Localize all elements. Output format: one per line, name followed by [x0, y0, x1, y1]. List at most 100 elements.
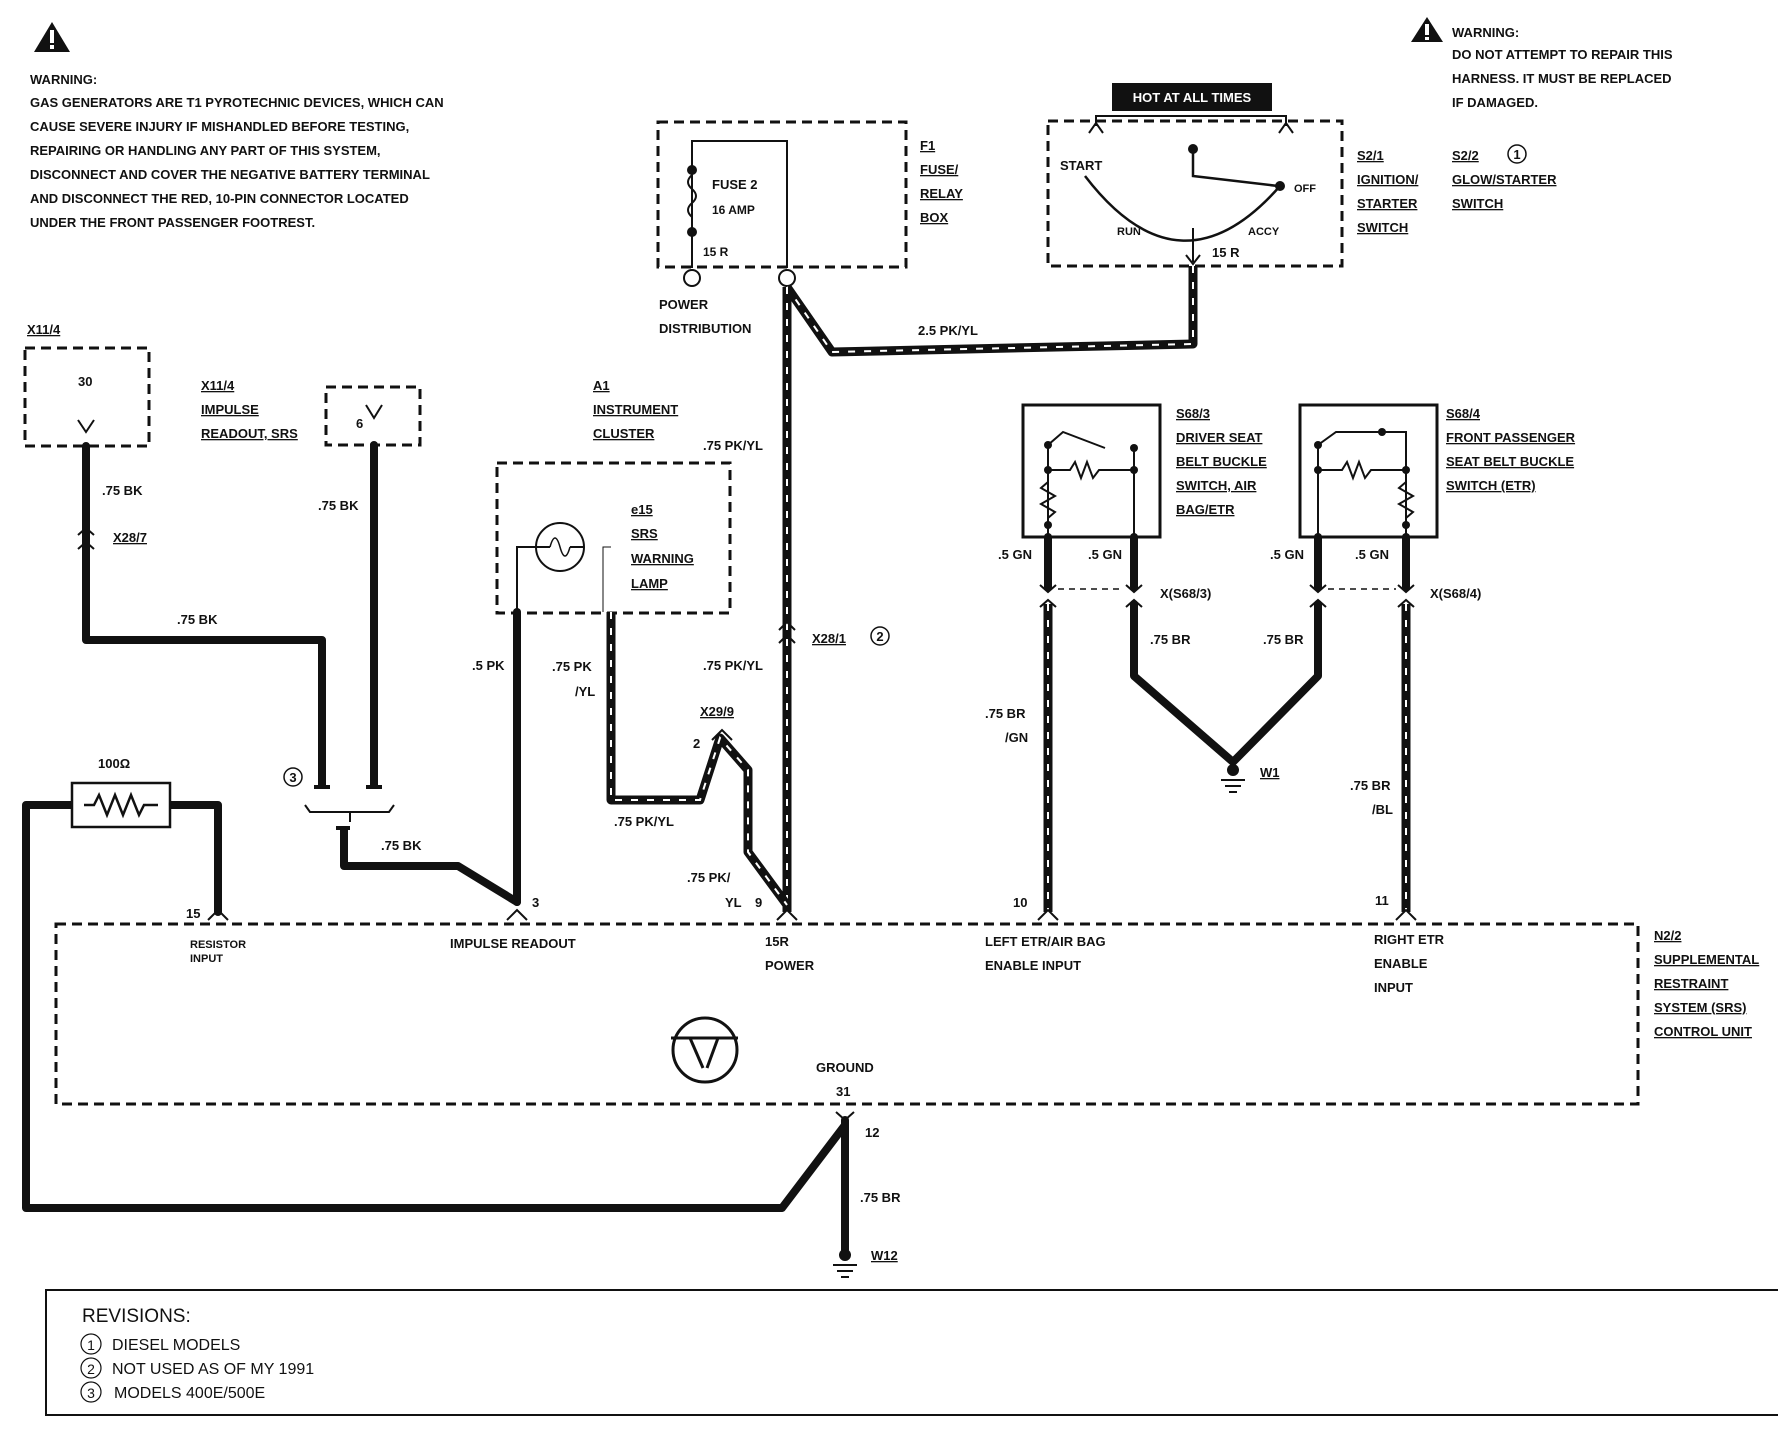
- wire-resistor-ground: [22, 801, 849, 1212]
- driver-seat-label: BELT BUCKLE: [1176, 454, 1267, 469]
- instrument-label: A1: [593, 378, 610, 393]
- pin-31: 31: [836, 1084, 850, 1099]
- ignition-switch-symbol: [1084, 115, 1294, 266]
- ignition-start: START: [1060, 158, 1102, 173]
- driver-gn2: .5 GN: [1088, 547, 1122, 562]
- driver-gn1: .5 GN: [998, 547, 1032, 562]
- warning-triangle-icon: [34, 22, 70, 52]
- x28-1-label: X28/1: [812, 631, 846, 646]
- passenger-seat-label: FRONT PASSENGER: [1446, 430, 1576, 445]
- fuse-box-label: RELAY: [920, 186, 963, 201]
- warning-left-line: DISCONNECT AND COVER THE NEGATIVE BATTER…: [30, 167, 430, 182]
- warning-left-line: AND DISCONNECT THE RED, 10-PIN CONNECTOR…: [30, 191, 409, 206]
- lamp-label: e15: [631, 502, 653, 517]
- ground-w12-label: W12: [871, 1248, 898, 1263]
- wire-label-bk3: .75 BK: [318, 498, 359, 513]
- ground-w12-icon: [833, 1249, 857, 1278]
- x11-right-terminal: [365, 404, 383, 420]
- pin-9: 9: [755, 895, 762, 910]
- note-3-marker: [283, 767, 303, 787]
- lamp-label: LAMP: [631, 576, 668, 591]
- passenger-seat-label: SEAT BELT BUCKLE: [1446, 454, 1574, 469]
- power-wire-2-5-pkyl: [783, 266, 1198, 357]
- resistor-label: 100Ω: [98, 756, 130, 771]
- warning-left-line: REPAIRING OR HANDLING ANY PART OF THIS S…: [30, 143, 381, 158]
- x29-9-pin: 2: [693, 736, 700, 751]
- warning-left-title: WARNING:: [30, 72, 97, 87]
- seat-pass-connector: [1309, 584, 1415, 608]
- power-distribution-label: DISTRIBUTION: [659, 321, 751, 336]
- x11-left-label: X11/4: [27, 322, 61, 337]
- driver-seat-label: S68/3: [1176, 406, 1210, 421]
- ground-label: GROUND: [816, 1060, 874, 1075]
- pin-3-terminal: [506, 908, 528, 921]
- ground-br12: .75 BR: [860, 1190, 901, 1205]
- fuse-symbol: [683, 140, 796, 287]
- fuse-name: FUSE 2: [712, 177, 758, 192]
- wire-label-pkyl-a: .75 PK: [552, 659, 592, 674]
- wire-label-pkyl-b: /YL: [575, 684, 595, 699]
- driver-seat-label: BAG/ETR: [1176, 502, 1235, 517]
- power-15r-label: POWER: [765, 958, 815, 973]
- revision-2-num: 2: [87, 1361, 95, 1377]
- x11-right-label: X11/4: [201, 378, 235, 393]
- ground-w1-icon: [1221, 764, 1245, 793]
- control-unit-label: N2/2: [1654, 928, 1681, 943]
- fuse-box-label: BOX: [920, 210, 949, 225]
- x29-9-connector: [711, 728, 733, 741]
- wire-label-pkyl-vert2: .75 PK/YL: [703, 658, 763, 673]
- glow-switch-label: GLOW/STARTER: [1452, 172, 1557, 187]
- wire-label-bk2: .75 BK: [177, 612, 218, 627]
- right-etr-wire-b: /BL: [1372, 802, 1393, 817]
- driver-seat-switch-symbol: [1038, 430, 1138, 537]
- seat-driver-connector: [1039, 584, 1143, 608]
- warning-right-line: DO NOT ATTEMPT TO REPAIR THIS: [1452, 47, 1673, 62]
- control-unit-label: SYSTEM (SRS): [1654, 1000, 1746, 1015]
- wire-bk-bottom: [340, 826, 521, 906]
- wire-label-bk4: .75 BK: [381, 838, 422, 853]
- right-etr-wire-a: .75 BR: [1350, 778, 1391, 793]
- right-etr-label: RIGHT ETR: [1374, 932, 1445, 947]
- pass-gn2: .5 GN: [1355, 547, 1389, 562]
- revision-2-text: NOT USED AS OF MY 1991: [112, 1361, 314, 1378]
- ignition-label: S2/1: [1357, 148, 1384, 163]
- passenger-seat-switch-symbol: [1314, 428, 1416, 537]
- power-distribution-label: POWER: [659, 297, 709, 312]
- pin-9-terminal: [776, 908, 798, 921]
- right-etr-label: ENABLE: [1374, 956, 1428, 971]
- wire-label-pkyl-c: .75 PK/: [687, 870, 731, 885]
- pin-15-terminal: [207, 908, 229, 921]
- x28-1-connector: [778, 633, 796, 644]
- x11-left-pin: 30: [78, 374, 92, 389]
- ignition-label: STARTER: [1357, 196, 1418, 211]
- pin-15: 15: [186, 906, 200, 921]
- x29-9-label: X29/9: [700, 704, 734, 719]
- passenger-seat-label: SWITCH (ETR): [1446, 478, 1536, 493]
- pass-connector-label: X(S68/4): [1430, 586, 1481, 601]
- x28-7-connector: [77, 540, 95, 550]
- resistor-zigzag-icon: [84, 791, 158, 819]
- wire-lamp-pkyl-stripe: [610, 612, 788, 906]
- revision-3-text: MODELS 400E/500E: [114, 1385, 265, 1402]
- revision-3-num: 3: [87, 1385, 95, 1401]
- pin-10-terminal: [1037, 908, 1059, 921]
- x28-7-label: X28/7: [113, 530, 147, 545]
- resistor-input-label: RESISTOR: [190, 939, 246, 951]
- control-unit-label: CONTROL UNIT: [1654, 1024, 1752, 1039]
- left-etr-label: ENABLE INPUT: [985, 958, 1081, 973]
- revision-1-num: 1: [87, 1337, 95, 1353]
- resistor-input-label: INPUT: [190, 953, 223, 965]
- instrument-label: CLUSTER: [593, 426, 655, 441]
- revisions-box: [45, 1289, 1778, 1416]
- note-1-marker: [1507, 144, 1527, 164]
- srs-control-unit-box: [54, 922, 1640, 1106]
- glow-switch-label: SWITCH: [1452, 196, 1503, 211]
- x11-right-label: READOUT, SRS: [201, 426, 298, 441]
- wire-lamp-pkyl: [606, 612, 791, 908]
- right-etr-label: INPUT: [1374, 980, 1413, 995]
- impulse-readout-label: IMPULSE READOUT: [450, 936, 576, 951]
- ignition-run: RUN: [1117, 226, 1141, 238]
- instrument-label: INSTRUMENT: [593, 402, 678, 417]
- fuse-relay-box: [656, 120, 908, 269]
